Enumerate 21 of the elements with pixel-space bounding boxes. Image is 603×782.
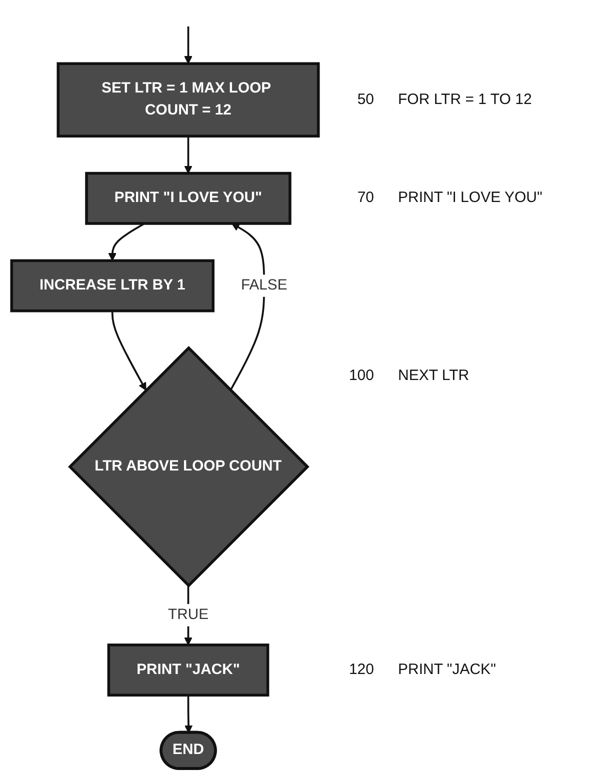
edge-label: TRUE (168, 606, 208, 623)
edge-label: FALSE (240, 277, 288, 294)
node-diamond: LTR ABOVE LOOP COUNT (68, 346, 310, 588)
node-box: SET LTR = 1 MAX LOOP COUNT = 12 (56, 62, 320, 138)
node-box: INCREASE LTR BY 1 (10, 259, 214, 312)
arrow (111, 310, 146, 391)
arrow (184, 136, 192, 174)
code-statement: PRINT "I LOVE YOU" (398, 189, 542, 206)
arrow (230, 223, 266, 391)
line-number: 100 (348, 367, 374, 384)
node-box: PRINT "I LOVE YOU" (85, 172, 292, 225)
line-number: 70 (356, 189, 374, 206)
line-number: 120 (348, 661, 374, 678)
arrow (108, 222, 146, 262)
code-statement: NEXT LTR (398, 367, 470, 384)
line-number: 50 (356, 90, 374, 108)
code-statement: FOR LTR = 1 TO 12 (398, 90, 532, 108)
arrow (184, 695, 193, 734)
node-box: PRINT "JACK" (107, 644, 270, 697)
arrow (184, 26, 192, 64)
code-statement: PRINT "JACK" (398, 661, 496, 678)
